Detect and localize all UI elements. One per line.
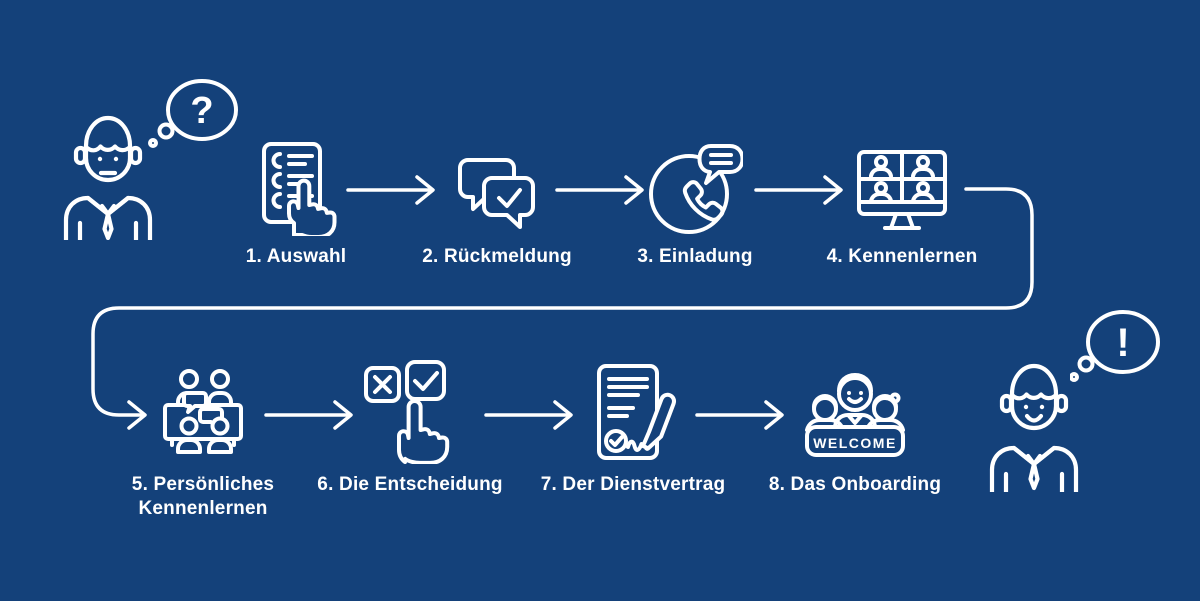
step-5-label: 5. Persönliches Kennenlernen — [131, 474, 275, 519]
step-1-label: 1. Auswahl — [245, 246, 347, 267]
arrow-step2-step3 — [555, 175, 644, 205]
video-call-icon — [854, 140, 950, 236]
step-8-label: 8. Das Onboarding — [768, 474, 942, 495]
thinking-man-icon — [63, 115, 153, 240]
step-6-label: 6. Die Entscheidung — [317, 474, 503, 495]
arrow-step7-step8 — [695, 400, 784, 430]
step-1-auswahl: 1. Auswahl — [196, 140, 396, 269]
welcome-team-icon: WELCOME — [799, 364, 911, 464]
welcome-banner-text: WELCOME — [813, 435, 897, 451]
arrow-step1-step2 — [346, 175, 435, 205]
step-2-rueckmeldung: 2. Rückmeldung — [397, 140, 597, 269]
meeting-table-icon — [153, 364, 253, 464]
step-5-persoenliches-kennenlernen: 5. Persönliches Kennenlernen — [103, 364, 303, 521]
decision-checkboxes-icon — [360, 360, 460, 464]
step-8-das-onboarding: WELCOME 8. Das Onboarding — [755, 364, 955, 497]
question-thought-bubble: ? — [148, 79, 238, 148]
phone-invitation-icon — [647, 140, 743, 236]
arrow-step6-step7 — [484, 400, 573, 430]
step-2-label: 2. Rückmeldung — [422, 246, 572, 267]
happy-man-icon — [989, 363, 1079, 492]
exclamation-thought-bubble: ! — [1070, 310, 1160, 382]
contract-signing-icon — [589, 364, 677, 464]
arrow-step3-step4 — [754, 175, 843, 205]
arrow-step5-step6 — [264, 400, 353, 430]
step-4-label: 4. Kennenlernen — [826, 246, 978, 267]
question-mark: ? — [190, 90, 213, 132]
step-4-kennenlernen: 4. Kennenlernen — [802, 140, 1002, 269]
step-6-die-entscheidung: 6. Die Entscheidung — [310, 360, 510, 497]
step-7-der-dienstvertrag: 7. Der Dienstvertrag — [533, 364, 733, 497]
step-3-einladung: 3. Einladung — [595, 140, 795, 269]
step-3-label: 3. Einladung — [637, 246, 753, 267]
step-7-label: 7. Der Dienstvertrag — [540, 474, 726, 495]
exclamation-mark: ! — [1116, 321, 1129, 365]
chat-approval-icon — [453, 140, 541, 236]
checklist-icon — [254, 140, 338, 236]
